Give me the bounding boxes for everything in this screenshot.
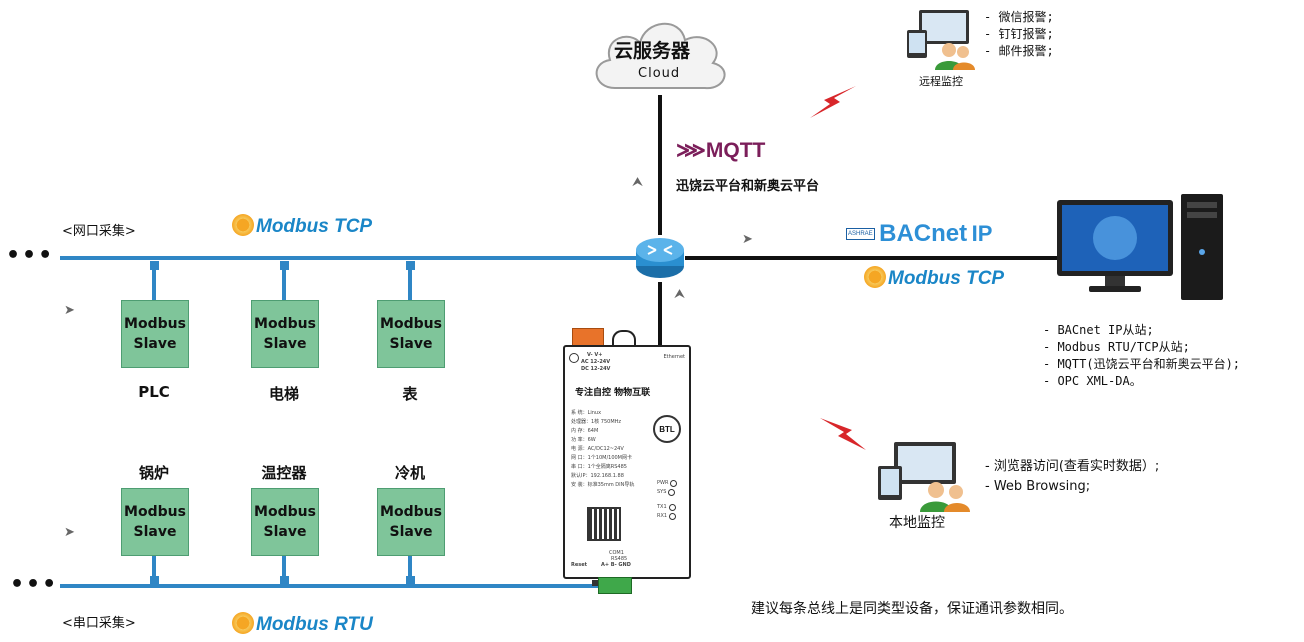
reset-label: Reset [571, 562, 587, 568]
cloud-title: 云服务器 [614, 40, 691, 62]
up-arrow-icon: ⮝ [632, 175, 644, 190]
right-arrow-icon: ➤ [64, 303, 75, 318]
right-arrow-icon: ➤ [742, 232, 753, 247]
feature-item: - BACnet IP从站; [1043, 323, 1154, 337]
power-icon [569, 353, 579, 363]
modbus-rtu-logo: Modbus RTU [232, 612, 373, 636]
feature-item: - 浏览器访问(查看实时数据）; [985, 459, 1160, 474]
mqtt-logo-text: MQTT [705, 139, 766, 162]
serial-bus-label: <串口采集> [62, 616, 136, 631]
mount-hole [612, 330, 636, 348]
ip-link-line [685, 256, 1059, 260]
serial-bus-more: ••• [10, 572, 59, 597]
led-icon [670, 480, 678, 487]
local-features: - 浏览器访问(查看实时数据）; - Web Browsing; [985, 457, 1159, 497]
feature-item: - MQTT(迅饶云平台和新奥云平台); [1043, 357, 1241, 371]
gateway-slogan: 专注自控 物物互联 [575, 388, 651, 398]
bus-tap [282, 556, 286, 578]
bus-tap [282, 266, 286, 301]
com-pins: A+ B- GND [601, 562, 631, 568]
mqtt-logo: ⋙MQTT [676, 138, 765, 163]
bus-tap [280, 576, 289, 585]
bus-tap [150, 576, 159, 585]
terminal-pins: V- V+ [587, 352, 603, 358]
com-label: COM1 [609, 550, 624, 556]
up-arrow-icon: ⮝ [674, 287, 686, 302]
gateway-specs: 系 统：Linux 处理器：1核 750MHz 内 存：64M 功 率：6W 电… [571, 410, 635, 488]
bus-tap [408, 266, 412, 301]
device-label: PLC [138, 383, 170, 401]
device-label: 电梯 [268, 385, 300, 403]
mqtt-platforms: 迅饶云平台和新奥云平台 [676, 179, 820, 194]
rs485-label: RS485 [611, 556, 628, 562]
modbus-sun-icon [232, 612, 254, 634]
modbus-tcp-logo: Modbus TCP [232, 214, 372, 238]
network-bus-label: <网口采集> [62, 224, 136, 239]
feature-item: - Web Browsing; [985, 479, 1091, 494]
serial-terminal [598, 577, 632, 594]
device-label: 锅炉 [138, 464, 170, 482]
ethernet-label: Ethernet [663, 354, 685, 360]
downlink-line [658, 282, 662, 347]
device-label: 表 [402, 385, 418, 403]
led-panel: PWR SYS TX1 RX1 [657, 479, 678, 521]
modbus-tcp-logo: Modbus TCP [864, 266, 1004, 290]
device-label: 温控器 [261, 464, 307, 482]
led-icon [668, 489, 676, 496]
router-icon [636, 238, 684, 278]
bacnet-logo: ASHRAE BACnet IP [846, 220, 993, 247]
gateway-device: V- V+ AC 12-24V DC 12-24V Ethernet 专注自控 … [563, 345, 691, 579]
bus-note: 建议每条总线上是同类型设备，保证通讯参数相同。 [751, 601, 1073, 617]
bus-tap [280, 261, 289, 270]
modbus-sun-icon [232, 214, 254, 236]
qr-code-icon [587, 507, 621, 541]
modbus-sun-icon [864, 266, 886, 288]
power-spec-2: DC 12-24V [581, 366, 611, 372]
reset-button[interactable] [592, 580, 598, 586]
power-spec-1: AC 12-24V [581, 359, 611, 365]
device-label: 冷机 [394, 464, 426, 482]
desktop-pc-icon [1057, 194, 1223, 300]
bus-tap [406, 576, 415, 585]
ashrae-badge: ASHRAE [846, 228, 875, 240]
network-bus-more: ••• [6, 243, 55, 268]
led-icon [668, 504, 676, 511]
bus-tap [406, 261, 415, 270]
bus-tap [152, 266, 156, 301]
alert-item: - 邮件报警; [984, 44, 1054, 58]
feature-item: - Modbus RTU/TCP从站; [1043, 340, 1190, 354]
mqtt-wave-icon: ⋙ [676, 139, 706, 162]
bus-tap [408, 556, 412, 578]
feature-item: - OPC XML-DA。 [1043, 374, 1142, 388]
bus-tap [150, 261, 159, 270]
right-arrow-icon: ➤ [64, 525, 75, 540]
remote-alerts: - 微信报警; - 钉钉报警; - 邮件报警; [984, 9, 1054, 60]
local-monitor-icon [878, 442, 970, 512]
remote-monitor-icon [907, 10, 975, 70]
wireless-bolt-icon [810, 86, 856, 118]
alert-item: - 微信报警; [984, 10, 1054, 24]
cloud-subtitle: Cloud [638, 66, 681, 81]
btl-badge: BTL [653, 415, 681, 443]
led-icon [669, 513, 677, 520]
ip-features: - BACnet IP从站; - Modbus RTU/TCP从站; - MQT… [1043, 322, 1240, 390]
cloud-icon [595, 22, 726, 90]
bus-tap [152, 556, 156, 578]
alert-item: - 钉钉报警; [984, 27, 1054, 41]
serial-bus-line [60, 584, 600, 588]
wireless-bolt-icon [820, 418, 866, 450]
remote-label: 远程监控 [919, 75, 963, 88]
network-bus-line [60, 256, 636, 260]
local-label: 本地监控 [889, 515, 945, 531]
uplink-line [658, 95, 662, 235]
